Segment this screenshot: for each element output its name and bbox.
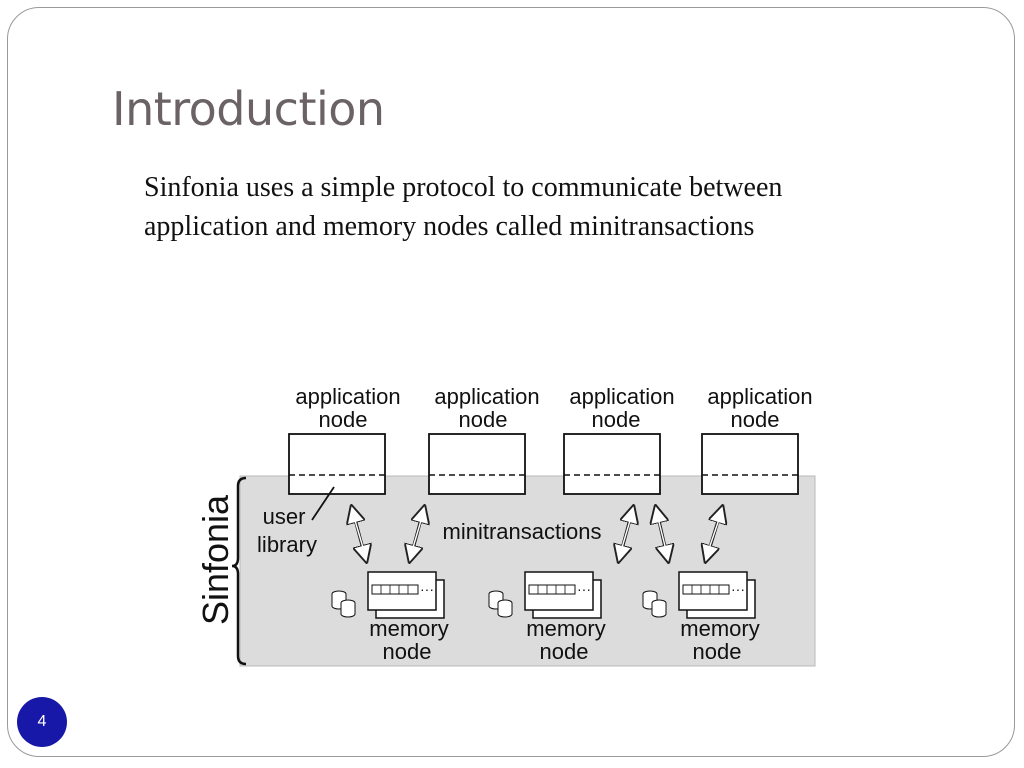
minitransaction-arrow-inner (655, 511, 669, 557)
memory-node-label: node (383, 639, 432, 664)
application-node-label: node (319, 407, 368, 432)
memory-node-label: memory (680, 616, 759, 641)
user-library-pointer (311, 486, 335, 521)
memory-node-label: memory (526, 616, 605, 641)
application-node: application node (288, 384, 401, 495)
application-node-label: application (569, 384, 674, 409)
memory-buffer (528, 584, 576, 595)
memory-buffer (371, 584, 419, 595)
memory-buffer-cells (380, 585, 409, 594)
slide-title: Introduction (112, 82, 385, 136)
memory-buffer-ellipsis: ··· (731, 581, 745, 597)
application-node-label: application (295, 384, 400, 409)
sinfonia-label: Sinfonia (195, 494, 236, 625)
application-node: application node (428, 384, 540, 495)
minitransaction-arrow-inner (409, 511, 425, 557)
application-node-box (563, 433, 661, 495)
user-library-label: library (257, 532, 317, 557)
memory-node-label: node (540, 639, 589, 664)
memory-node: ··· memory node (331, 571, 449, 664)
minitransaction-arrow-inner (618, 511, 634, 557)
application-node: application node (563, 384, 675, 495)
disk-icon (488, 590, 513, 618)
application-node-label: application (434, 384, 539, 409)
application-node-label: node (592, 407, 641, 432)
application-node-label: application (707, 384, 812, 409)
application-node-box (701, 433, 799, 495)
application-node-box (288, 433, 386, 495)
memory-node: ··· memory node (642, 571, 760, 664)
page-number-badge: 4 (17, 697, 67, 747)
disk-icon (642, 590, 667, 618)
memory-node-label: node (693, 639, 742, 664)
user-library-label: user (263, 504, 306, 529)
memory-node-label: memory (369, 616, 448, 641)
memory-node: ··· memory node (488, 571, 606, 664)
memory-buffer-cells (691, 585, 720, 594)
memory-buffer-ellipsis: ··· (420, 581, 434, 597)
memory-buffer (682, 584, 730, 595)
sinfonia-brace (231, 476, 247, 666)
application-node: application node (701, 384, 813, 495)
disk-icon (331, 590, 356, 618)
body-line: Sinfonia uses a simple protocol to commu… (144, 172, 783, 203)
body-line: application and memory nodes called mini… (144, 211, 755, 242)
memory-buffer-cells (537, 585, 566, 594)
application-node-box (428, 433, 526, 495)
memory-buffer-ellipsis: ··· (577, 581, 591, 597)
minitransactions-label: minitransactions (443, 519, 602, 544)
body-text: Sinfonia uses a simple protocol to commu… (144, 168, 944, 246)
minitransaction-arrow-inner (351, 511, 367, 557)
application-node-label: node (731, 407, 780, 432)
application-node-label: node (459, 407, 508, 432)
minitransaction-arrow-inner (705, 511, 723, 557)
